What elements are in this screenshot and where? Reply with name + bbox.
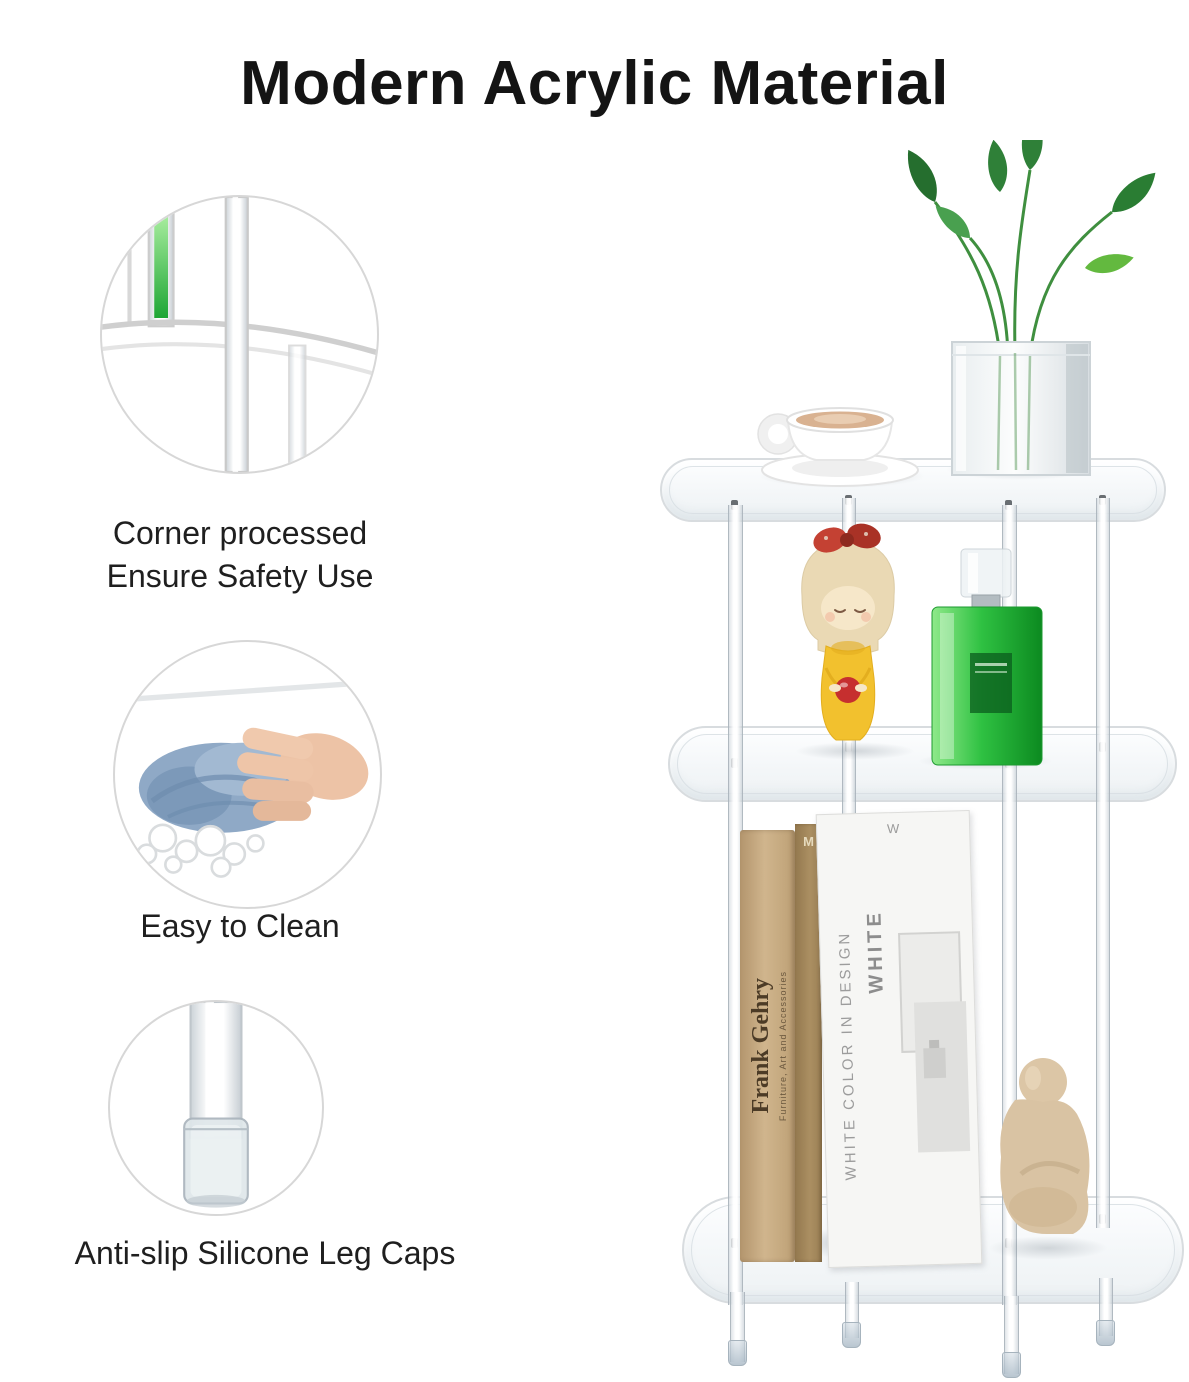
hand — [237, 727, 369, 821]
plant-in-glass-vase — [907, 140, 1156, 476]
girl-figurine — [801, 523, 895, 741]
figurine-bow — [813, 523, 881, 553]
glass-vase — [951, 341, 1091, 476]
perfume-label — [970, 653, 1012, 713]
silicone-leg-cap — [1096, 1320, 1115, 1346]
caption-legcaps-line1: Anti-slip Silicone Leg Caps — [74, 1235, 456, 1271]
cover-art-tag — [923, 1047, 947, 1079]
abstract-sculpture — [1000, 1058, 1090, 1234]
book-cover-white: W WHITE COLOR IN DESIGN WHITE — [815, 809, 983, 1269]
caption-legcaps: Anti-slip Silicone Leg Caps — [40, 1232, 490, 1275]
corner-detail-illustration — [102, 197, 377, 472]
caption-clean-line1: Easy to Clean — [140, 908, 340, 944]
green-bottle-reflection — [154, 208, 168, 318]
silicone-leg-cap — [1002, 1352, 1021, 1378]
table-edge-line — [115, 679, 380, 703]
book-cover-title: WHITE COLOR IN DESIGN — [835, 930, 860, 1181]
figurine-shadow — [795, 742, 915, 760]
plant-stems — [933, 169, 1113, 356]
perfume-neck — [971, 594, 1001, 609]
cleaning-detail-inset — [113, 640, 382, 909]
book-spine-title: Frank Gehry — [747, 978, 774, 1114]
acrylic-leg — [189, 1002, 243, 1139]
book-spine-frank-gehry: Frank Gehry Furniture, Art and Accessori… — [740, 830, 795, 1262]
book-stack: Frank Gehry Furniture, Art and Accessori… — [740, 809, 983, 1269]
plant-leaves — [907, 140, 1156, 274]
figurine-face — [821, 586, 875, 630]
silicone-leg-cap — [728, 1340, 747, 1366]
coffee-cup — [757, 407, 919, 487]
book-spine-mark: M — [803, 834, 814, 849]
book-cover-label: WHITE — [863, 908, 888, 994]
middle-shelf — [668, 726, 1177, 802]
perfume-bottle — [931, 548, 1043, 766]
cleaning-illustration — [115, 679, 380, 878]
caption-clean: Easy to Clean — [20, 905, 460, 948]
page-title: Modern Acrylic Material — [240, 48, 949, 118]
caption-corner-line1: Corner processed — [112, 515, 368, 551]
table-leg-back-right — [1096, 498, 1110, 1228]
legcap-detail-inset — [108, 1000, 324, 1216]
book-cover-mark: W — [886, 820, 900, 837]
silicone-leg-cap — [842, 1322, 861, 1348]
sculpture-shadow — [988, 1236, 1108, 1260]
book-spine-subtitle: Furniture, Art and Accessories — [777, 970, 788, 1122]
caption-corner: Corner processed Ensure Safety Use — [20, 512, 460, 598]
corner-detail-inset — [100, 195, 379, 474]
legcap-illustration — [183, 1002, 249, 1208]
caption-corner-line2: Ensure Safety Use — [106, 558, 374, 594]
